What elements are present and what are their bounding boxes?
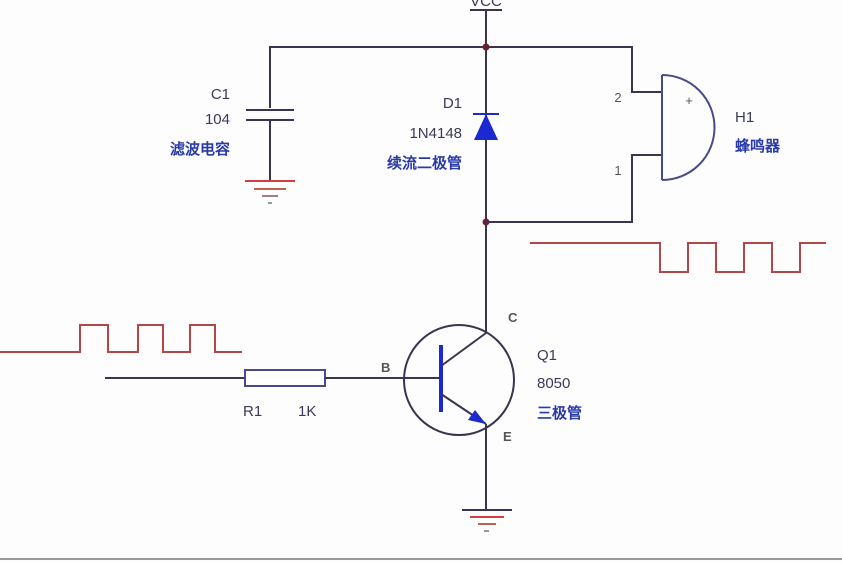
buzzer-polarity: + [685, 93, 693, 108]
d1-desc: 续流二极管 [387, 154, 462, 172]
c1-ref: C1 [211, 86, 230, 103]
buzzer-pin-1: 1 [614, 163, 621, 178]
resistor-r1 [244, 369, 326, 387]
q1-ref: Q1 [537, 347, 557, 364]
d1-ref: D1 [443, 95, 462, 112]
diode-d1 [473, 113, 499, 140]
emitter-label: E [503, 429, 512, 444]
vcc-label: VCC [470, 0, 502, 10]
buzzer-return-wire [486, 154, 662, 223]
h1-desc: 蜂鸣器 [735, 137, 781, 155]
transistor-q1 [403, 324, 515, 532]
base-label: B [381, 360, 390, 375]
d1-value: 1N4148 [409, 125, 462, 142]
c1-desc: 滤波电容 [170, 140, 230, 158]
input-square-wave [0, 324, 242, 353]
c1-value: 104 [205, 111, 230, 128]
buzzer-pin-2: 2 [614, 90, 621, 105]
buzzer-h1 [661, 74, 716, 181]
r1-value: 1K [298, 403, 316, 420]
q1-value: 8050 [537, 375, 570, 392]
top-wire [269, 46, 662, 108]
h1-ref: H1 [735, 109, 754, 126]
capacitor-c1 [245, 109, 295, 204]
r1-ref: R1 [243, 403, 262, 420]
q1-desc: 三极管 [537, 404, 582, 422]
collector-label: C [508, 310, 518, 325]
junction-dot [482, 43, 490, 51]
output-square-wave [530, 242, 826, 273]
